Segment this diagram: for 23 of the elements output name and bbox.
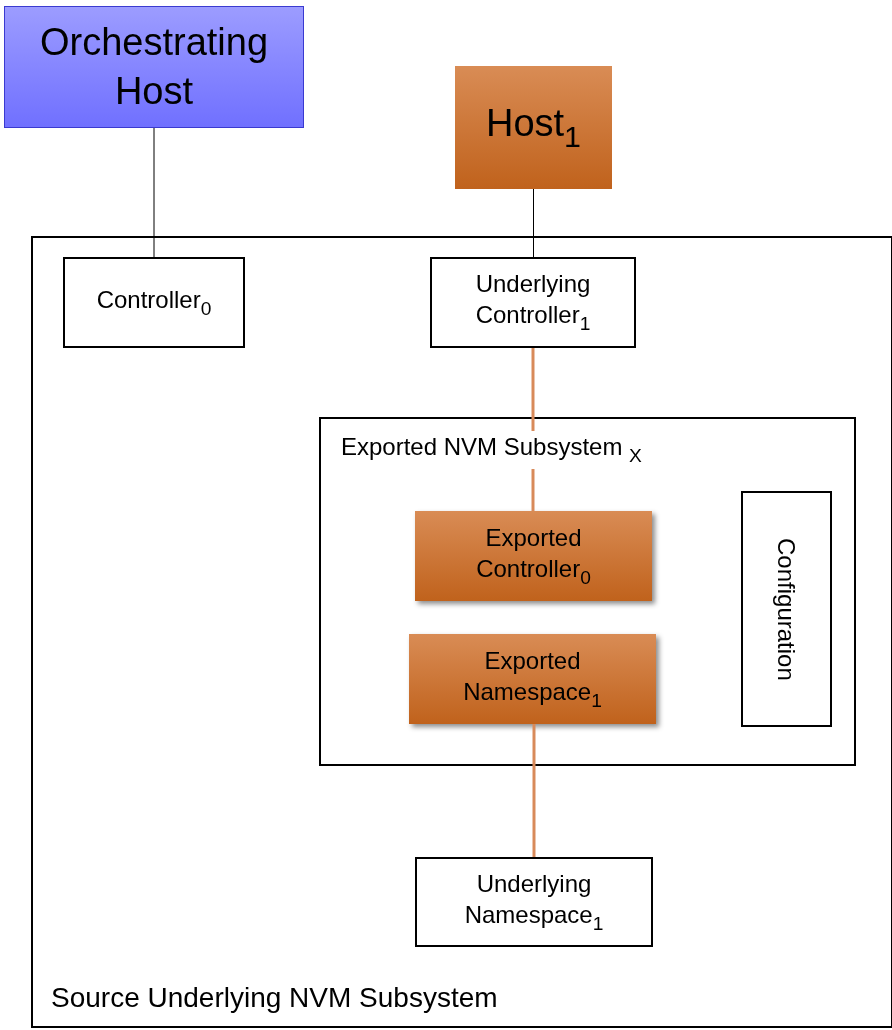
subsystem-frame	[319, 417, 856, 766]
component-box	[415, 857, 653, 947]
connector-line	[532, 724, 536, 857]
box-label: Underlying Namespace$_{1}$	[463, 868, 605, 936]
exported-component-box	[409, 634, 656, 724]
box-label: Underlying Controller$_{1}$	[474, 269, 592, 336]
box-label: Configuration	[772, 537, 802, 681]
connector-line	[153, 127, 155, 258]
box-label: Exported NVM Subsystem $_{X}$	[339, 431, 644, 469]
box-label: Exported Controller$_{0}$	[475, 522, 592, 590]
box-label: Host$_{1}$	[485, 100, 581, 155]
component-box	[63, 257, 245, 348]
subsystem-frame	[31, 236, 892, 1028]
box-label: Source Underlying NVM Subsystem	[51, 980, 498, 1015]
host-box	[455, 66, 612, 189]
box-label: Controller$_{0}$	[96, 284, 212, 321]
configuration-box	[741, 491, 832, 727]
box-label: Exported Namespace$_{1}$	[462, 645, 603, 713]
component-box	[430, 257, 636, 348]
connector-line	[533, 188, 534, 258]
host-box	[4, 6, 304, 128]
box-label: Orchestrating Host	[38, 19, 270, 114]
exported-component-box	[415, 511, 652, 601]
